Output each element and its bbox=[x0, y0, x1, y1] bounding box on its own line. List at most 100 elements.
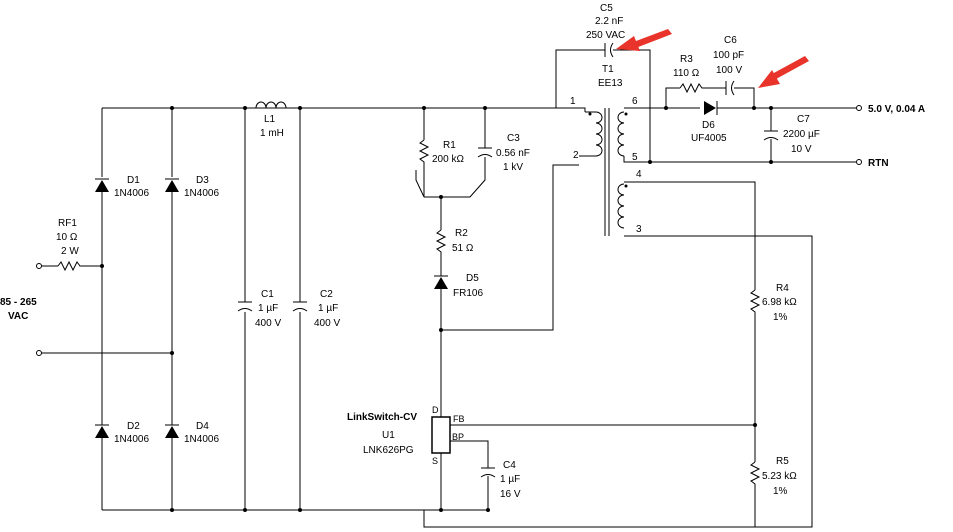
t1-secondary-winding bbox=[617, 111, 625, 157]
c3-rating: 1 kV bbox=[503, 162, 523, 173]
t1-bias-winding bbox=[617, 183, 625, 229]
c5-value: 2.2 nF bbox=[595, 16, 623, 27]
capacitor-c7 bbox=[763, 130, 779, 141]
c4-rating: 16 V bbox=[500, 489, 521, 500]
t1-pin-4: 4 bbox=[636, 169, 642, 180]
vout-terminal[interactable] bbox=[856, 105, 862, 111]
diode-d1 bbox=[95, 178, 109, 425]
t1-pin-5: 5 bbox=[632, 152, 638, 163]
inductor-l1 bbox=[255, 101, 287, 109]
output-rail-label: 5.0 V, 0.04 A bbox=[868, 104, 925, 115]
rf1-ref: RF1 bbox=[58, 218, 77, 229]
d1-ref: D1 bbox=[127, 175, 140, 186]
resistor-r1 bbox=[418, 139, 430, 197]
rtn-terminal[interactable] bbox=[856, 159, 862, 165]
c4-ref: C4 bbox=[503, 460, 516, 471]
c6-value: 100 pF bbox=[713, 50, 744, 61]
c5-rating: 250 VAC bbox=[586, 30, 625, 41]
t1-pin-2: 2 bbox=[573, 150, 579, 161]
t1-core: EE13 bbox=[598, 78, 623, 89]
r4-value: 6.98 kΩ bbox=[762, 297, 797, 308]
resistor-r2 bbox=[435, 229, 447, 276]
u1-pin-bp: BP bbox=[452, 432, 464, 442]
diode-d5 bbox=[434, 275, 448, 289]
c7-value: 2200 µF bbox=[783, 129, 820, 140]
u1-body bbox=[431, 416, 451, 454]
d4-ref: D4 bbox=[196, 421, 209, 432]
ac-input-terminal-2[interactable] bbox=[36, 350, 42, 356]
r1-ref: R1 bbox=[443, 140, 456, 151]
resistor-r5 bbox=[423, 461, 761, 528]
r5-ref: R5 bbox=[776, 456, 789, 467]
rf1-rating: 2 W bbox=[61, 246, 79, 257]
diode-d4 bbox=[165, 424, 179, 510]
t1-primary-winding bbox=[595, 111, 603, 157]
resistor-r4 bbox=[749, 289, 761, 425]
d2-part: 1N4006 bbox=[114, 434, 149, 445]
d4-part: 1N4006 bbox=[184, 434, 219, 445]
input-voltage-unit: VAC bbox=[8, 311, 28, 322]
l1-value: 1 mH bbox=[260, 128, 284, 139]
diode-d6 bbox=[704, 101, 718, 115]
t1-ref: T1 bbox=[602, 64, 614, 75]
capacitor-c6 bbox=[725, 80, 735, 96]
c7-rating: 10 V bbox=[791, 144, 812, 155]
l1-ref: L1 bbox=[264, 114, 276, 125]
r2-ref: R2 bbox=[455, 228, 468, 239]
capacitor-c2 bbox=[292, 301, 308, 312]
c2-rating: 400 V bbox=[314, 318, 340, 329]
d1-part: 1N4006 bbox=[114, 188, 149, 199]
rf1-value: 10 Ω bbox=[56, 232, 78, 243]
r5-value: 5.23 kΩ bbox=[762, 471, 797, 482]
transformer-t1: 1 2 3 4 5 6 T1 EE13 C5 2.2 nF 250 VAC bbox=[555, 3, 651, 236]
d2-ref: D2 bbox=[127, 421, 140, 432]
feedback-section: R4 6.98 kΩ 1% R5 5.23 kΩ 1% bbox=[423, 181, 813, 528]
r4-tolerance: 1% bbox=[773, 312, 788, 323]
c2-ref: C2 bbox=[320, 289, 333, 300]
u1-pin-d: D bbox=[432, 405, 439, 415]
capacitor-c5 bbox=[604, 42, 614, 58]
t1-pin-3: 3 bbox=[636, 224, 642, 235]
t1-pin-1: 1 bbox=[570, 96, 576, 107]
diode-d2 bbox=[95, 424, 109, 510]
d5-part: FR106 bbox=[453, 288, 483, 299]
r3-value: 110 Ω bbox=[673, 68, 700, 79]
c6-rating: 100 V bbox=[716, 65, 742, 76]
annotation-arrow-c6 bbox=[758, 56, 809, 88]
r5-tolerance: 1% bbox=[773, 486, 788, 497]
clamp-section: R1 200 kΩ C3 0.56 nF 1 kV R2 51 Ω D5 FR1… bbox=[415, 106, 579, 417]
d3-part: 1N4006 bbox=[184, 188, 219, 199]
capacitor-c4 bbox=[480, 467, 496, 478]
u1-ref: U1 bbox=[382, 430, 395, 441]
c3-value: 0.56 nF bbox=[496, 148, 530, 159]
c4-value: 1 µF bbox=[500, 474, 520, 485]
input-section: 85 - 265 VAC RF1 10 Ω 2 W D1 1N4006 D3 1… bbox=[0, 106, 424, 512]
rf1-symbol bbox=[57, 260, 102, 272]
c1-ref: C1 bbox=[261, 289, 274, 300]
c7-ref: C7 bbox=[797, 114, 810, 125]
c6-ref: C6 bbox=[724, 35, 737, 46]
d5-ref: D5 bbox=[466, 273, 479, 284]
controller-u1: LinkSwitch-CV U1 LNK626PG D S FB BP C4 1… bbox=[347, 405, 755, 512]
r2-value: 51 Ω bbox=[452, 243, 474, 254]
c3-ref: C3 bbox=[507, 133, 520, 144]
capacitor-c3 bbox=[477, 147, 493, 158]
annotation-arrow-c5 bbox=[616, 29, 672, 51]
c5-ref: C5 bbox=[600, 3, 613, 14]
d6-ref: D6 bbox=[702, 120, 715, 131]
output-return-label: RTN bbox=[868, 158, 889, 169]
resistor-r3 bbox=[679, 82, 726, 94]
r4-ref: R4 bbox=[776, 283, 789, 294]
u1-part: LNK626PG bbox=[363, 445, 414, 456]
r1-value: 200 kΩ bbox=[432, 154, 464, 165]
d3-ref: D3 bbox=[196, 175, 209, 186]
input-voltage-range: 85 - 265 bbox=[0, 297, 37, 308]
ac-input-terminal-1[interactable] bbox=[36, 263, 42, 269]
diode-d3 bbox=[165, 178, 179, 425]
capacitor-c1 bbox=[237, 301, 253, 312]
t1-pin-6: 6 bbox=[632, 96, 638, 107]
d6-part: UF4005 bbox=[691, 133, 727, 144]
c1-rating: 400 V bbox=[255, 318, 281, 329]
c1-value: 1 µF bbox=[258, 303, 278, 314]
